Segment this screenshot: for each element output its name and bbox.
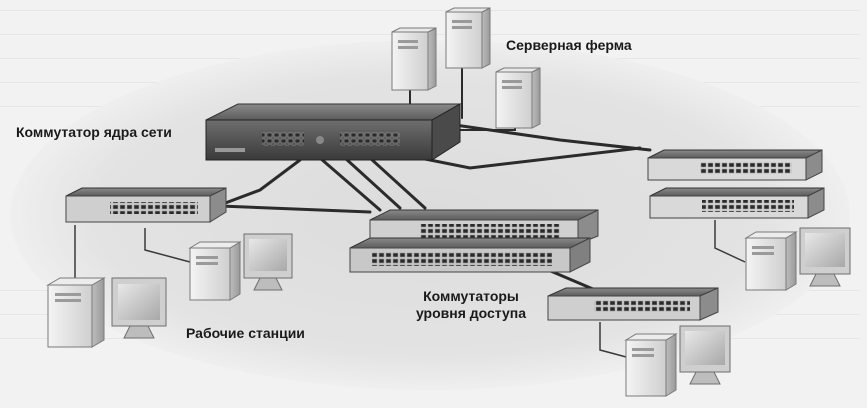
workstation-right [744,227,851,291]
cable-core-access-2 [343,156,402,210]
cable-core-access-3 [368,156,427,210]
background-scan-line [0,10,860,11]
core-switch [205,103,462,161]
server-farm [391,7,541,129]
core-switch-label: Коммутатор ядра сети [16,124,172,140]
workstation-left-2 [188,233,293,301]
right-switch-stack [647,149,825,219]
cable-core-access-1 [318,156,382,212]
left-access-switch [65,187,227,223]
bottom-access-switch [547,287,719,321]
pc-cables [74,220,746,359]
cable-core-left-switch [218,158,302,207]
cable-pc-left-2 [144,228,191,263]
cable-left-access [218,204,372,214]
workstation-left-1 [46,277,167,348]
access-switches-label-line2: уровня доступа [415,305,527,321]
access-switches-label-line1: Коммутаторы [423,288,519,304]
workstation-bottom [624,325,731,397]
access-switches-label: Коммутаторы уровня доступа [396,288,546,322]
cable-pc-right [714,220,746,263]
server-farm-label: Серверная ферма [506,37,632,53]
cable-pc-bottom [599,322,631,359]
cable-core-right-switch [418,146,642,170]
server-tower-1 [391,27,437,91]
center-access-switch-stack [349,209,599,273]
workstations-label: Рабочие станции [186,325,305,341]
server-tower-2 [445,7,491,69]
server-tower-3 [495,67,541,129]
